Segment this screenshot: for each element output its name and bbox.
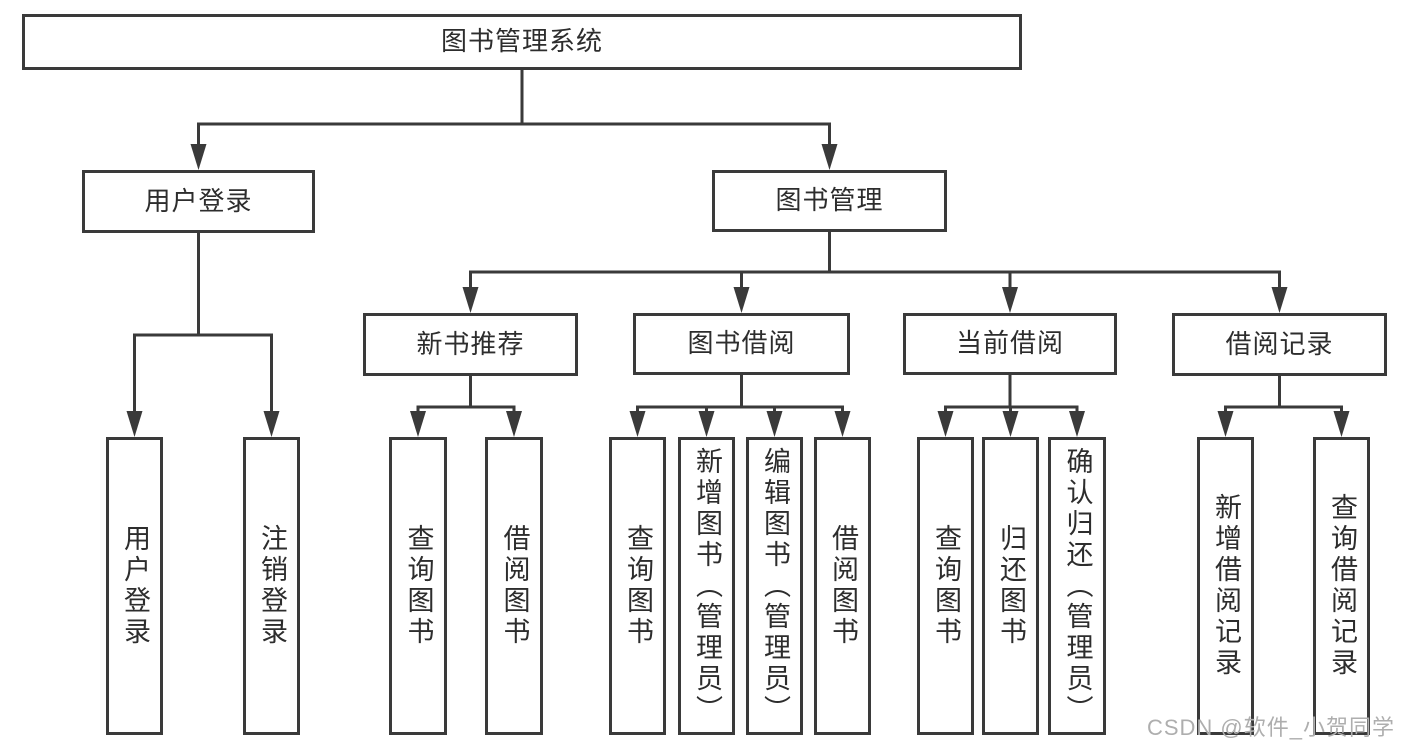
node-label: 图书管理 xyxy=(775,185,884,216)
node-label: 查询借阅记录 xyxy=(1327,493,1357,679)
node-user-login: 用户登录 xyxy=(82,170,315,233)
arrowhead-down-icon xyxy=(506,411,522,437)
arrowhead-down-icon xyxy=(834,411,851,437)
arrowhead-down-icon xyxy=(190,144,207,170)
arrowhead-down-icon xyxy=(1271,287,1288,313)
node-label: 新增借阅记录 xyxy=(1211,493,1241,679)
arrowhead-down-icon xyxy=(629,411,646,437)
node-leaf-cb-confirm: 确认归还（管理员） xyxy=(1048,437,1106,735)
node-leaf-br-add: 新增借阅记录 xyxy=(1197,437,1254,735)
node-label: 查询图书 xyxy=(623,524,653,648)
node-label: 借阅图书 xyxy=(828,524,858,648)
node-leaf-cb-return: 归还图书 xyxy=(982,437,1039,735)
arrowhead-down-icon xyxy=(937,411,954,437)
node-current-borrow: 当前借阅 xyxy=(903,313,1117,375)
arrowhead-down-icon xyxy=(1002,411,1019,437)
node-label: 图书管理系统 xyxy=(440,26,603,57)
node-leaf-bb-borrow: 借阅图书 xyxy=(814,437,871,735)
node-leaf-bb-add: 新增图书（管理员） xyxy=(678,437,735,735)
node-label: 归还图书 xyxy=(996,524,1026,648)
node-book-borrow: 图书借阅 xyxy=(633,313,850,375)
node-leaf-bb-query: 查询图书 xyxy=(609,437,666,735)
node-leaf-br-query: 查询借阅记录 xyxy=(1313,437,1370,735)
arrowhead-down-icon xyxy=(821,144,838,170)
node-root: 图书管理系统 xyxy=(22,14,1022,70)
node-borrow-record: 借阅记录 xyxy=(1172,313,1387,376)
node-book-mgmt: 图书管理 xyxy=(712,170,947,232)
arrowhead-down-icon xyxy=(1217,411,1234,437)
arrowhead-down-icon xyxy=(263,411,280,437)
node-label: 用户登录 xyxy=(120,524,150,648)
node-label: 用户登录 xyxy=(144,185,253,216)
arrowhead-down-icon xyxy=(126,411,143,437)
node-label: 新书推荐 xyxy=(416,328,525,359)
node-leaf-bb-edit: 编辑图书（管理员） xyxy=(746,437,803,735)
node-label: 确认归还（管理员） xyxy=(1062,446,1093,726)
node-leaf-nb-query: 查询图书 xyxy=(389,437,447,735)
arrowhead-down-icon xyxy=(1333,411,1350,437)
arrowhead-down-icon xyxy=(1002,287,1018,313)
node-new-book: 新书推荐 xyxy=(363,313,578,376)
node-label: 注销登录 xyxy=(257,524,287,648)
arrowhead-down-icon xyxy=(462,287,479,313)
node-label: 查询图书 xyxy=(403,524,434,648)
node-label: 当前借阅 xyxy=(955,328,1064,359)
node-label: 编辑图书（管理员） xyxy=(760,446,790,726)
node-label: 新增图书（管理员） xyxy=(692,446,722,726)
node-leaf-logout: 注销登录 xyxy=(243,437,300,735)
node-label: 查询图书 xyxy=(931,524,961,648)
node-leaf-cb-query: 查询图书 xyxy=(917,437,974,735)
node-leaf-nb-borrow: 借阅图书 xyxy=(485,437,543,735)
node-label: 借阅图书 xyxy=(499,524,530,648)
node-leaf-login: 用户登录 xyxy=(106,437,163,735)
arrowhead-down-icon xyxy=(766,411,783,437)
arrowhead-down-icon xyxy=(733,287,750,313)
arrowhead-down-icon xyxy=(698,411,715,437)
node-label: 借阅记录 xyxy=(1225,328,1334,359)
watermark: CSDN @软件_小贺同学 xyxy=(1146,715,1395,740)
arrowhead-down-icon xyxy=(1069,411,1085,437)
node-label: 图书借阅 xyxy=(687,328,796,359)
arrowhead-down-icon xyxy=(410,411,426,437)
